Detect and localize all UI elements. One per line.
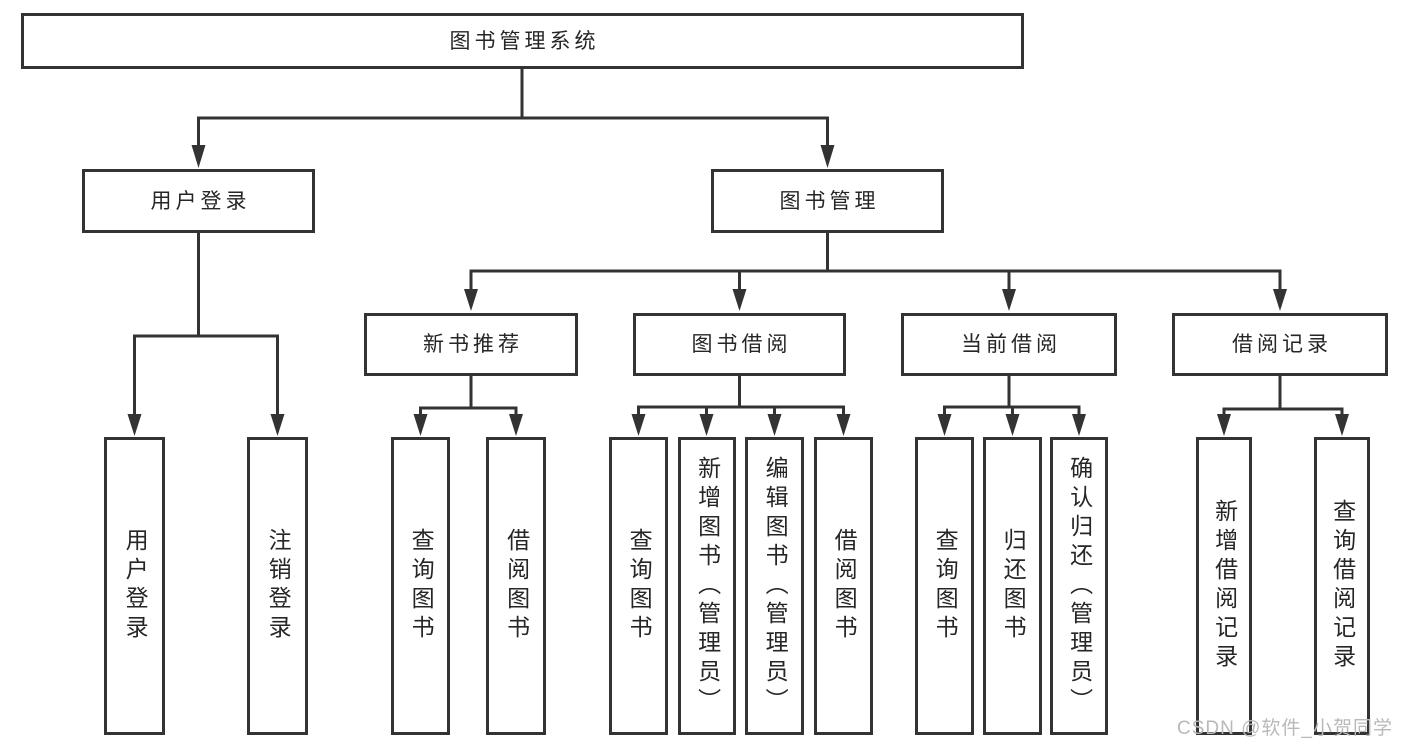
node-label: 新增图书（管理员） — [694, 455, 721, 717]
leaf-borrow-books-2: 借阅图书 — [814, 437, 873, 735]
node-label: 图书管理 — [779, 189, 880, 213]
arrow-down-icon — [1217, 414, 1231, 436]
arrow-down-icon — [1072, 414, 1086, 436]
node-label: 借阅图书 — [503, 528, 530, 644]
leaf-return-book: 归还图书 — [983, 437, 1042, 735]
arrow-down-icon — [631, 414, 646, 436]
arrow-down-icon — [732, 289, 747, 311]
leaf-edit-book-admin: 编辑图书（管理员） — [745, 437, 804, 735]
leaf-add-borrow-record: 新增借阅记录 — [1196, 437, 1252, 735]
node-label: 查询图书 — [626, 528, 653, 644]
node-root: 图书管理系统 — [21, 13, 1024, 69]
connector-root-split — [197, 69, 829, 147]
connector-borrow-record-split — [1222, 376, 1344, 414]
leaf-add-book-admin: 新增图书（管理员） — [678, 437, 736, 735]
node-label: 注销登录 — [265, 528, 292, 644]
node-label: 编辑图书（管理员） — [762, 455, 789, 717]
leaf-query-books-3: 查询图书 — [915, 437, 974, 735]
node-label: 查询图书 — [932, 528, 959, 644]
node-label: 查询借阅记录 — [1329, 499, 1356, 673]
arrow-down-icon — [1005, 414, 1020, 436]
watermark: CSDN @软件_小贺同学 — [1177, 718, 1393, 739]
arrow-down-icon — [1002, 289, 1016, 311]
arrow-down-icon — [191, 145, 206, 168]
node-new-book-recommend: 新书推荐 — [364, 313, 578, 376]
node-book-management: 图书管理 — [711, 169, 944, 233]
node-user-login: 用户登录 — [82, 169, 315, 233]
leaf-query-books-2: 查询图书 — [609, 437, 668, 735]
node-book-borrowing: 图书借阅 — [633, 313, 846, 376]
arrow-down-icon — [127, 414, 142, 436]
node-label: 确认归还（管理员） — [1066, 455, 1093, 717]
arrow-down-icon — [1335, 414, 1349, 436]
arrow-down-icon — [836, 414, 851, 436]
connector-new-book-split — [419, 376, 518, 414]
arrow-down-icon — [413, 414, 428, 436]
arrow-down-icon — [820, 145, 835, 168]
arrow-down-icon — [270, 414, 285, 436]
node-label: 图书借阅 — [691, 333, 792, 356]
arrow-down-icon — [937, 414, 952, 436]
node-label: 用户登录 — [122, 528, 149, 644]
arrow-down-icon — [509, 414, 523, 436]
arrow-down-icon — [767, 414, 782, 436]
node-label: 图书管理系统 — [449, 29, 600, 53]
node-label: 新书推荐 — [423, 333, 523, 356]
node-label: 新增借阅记录 — [1211, 499, 1238, 673]
arrow-down-icon — [1273, 289, 1287, 311]
leaf-query-borrow-record: 查询借阅记录 — [1314, 437, 1370, 735]
connector-book-management-split — [469, 233, 1282, 291]
connector-book-borrow-split — [637, 376, 845, 414]
node-label: 当前借阅 — [961, 333, 1061, 356]
leaf-query-books-1: 查询图书 — [391, 437, 450, 735]
connector-user-login-split — [133, 233, 279, 414]
arrow-down-icon — [699, 414, 714, 436]
node-label: 借阅记录 — [1232, 333, 1332, 356]
node-label: 用户登录 — [150, 189, 251, 213]
leaf-confirm-return-admin: 确认归还（管理员） — [1050, 437, 1108, 735]
node-label: 借阅图书 — [831, 528, 858, 644]
node-label: 归还图书 — [1000, 528, 1027, 644]
arrow-down-icon — [464, 289, 478, 311]
leaf-borrow-books-1: 借阅图书 — [486, 437, 546, 735]
node-current-borrowing: 当前借阅 — [901, 313, 1117, 376]
connector-current-borrow-split — [943, 376, 1081, 414]
leaf-logout: 注销登录 — [247, 437, 308, 735]
node-borrowing-records: 借阅记录 — [1172, 313, 1388, 376]
node-label: 查询图书 — [408, 528, 435, 644]
leaf-user-login: 用户登录 — [104, 437, 165, 735]
